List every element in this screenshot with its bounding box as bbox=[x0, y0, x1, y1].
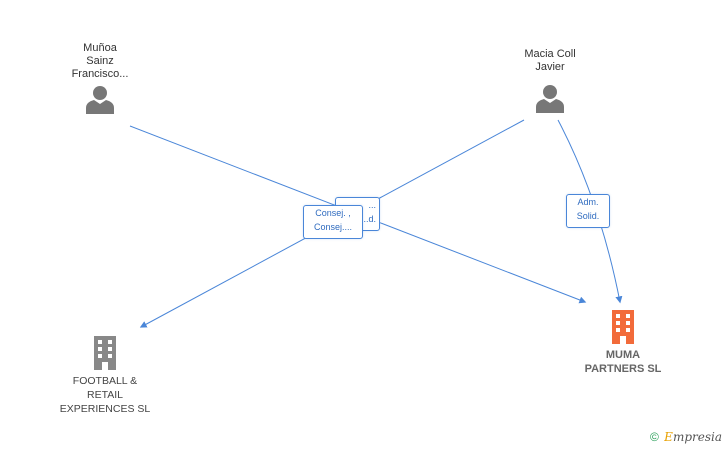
company-name-line-1: MUMA bbox=[605, 349, 641, 361]
person-icon bbox=[536, 85, 564, 113]
edge-label-line-2: Solid. bbox=[576, 211, 600, 221]
edge-label-adm-solid[interactable]: Adm. Solid. bbox=[566, 194, 610, 228]
company-name-line-2: RETAIL bbox=[87, 389, 123, 401]
person-icon bbox=[86, 86, 114, 114]
company-name-line-2: PARTNERS SL bbox=[584, 363, 662, 375]
person-name-line-2: Sainz bbox=[86, 55, 114, 67]
copyright-icon: © bbox=[649, 430, 659, 444]
person-name-line-1: Macia Coll bbox=[524, 48, 576, 60]
building-icon bbox=[612, 310, 634, 344]
edge-label-line-2: Consej.... bbox=[313, 222, 353, 232]
person-name-line-2: Javier bbox=[535, 61, 565, 73]
edge-label-line-1: ... bbox=[368, 200, 376, 210]
company-name-line-3: EXPERIENCES SL bbox=[59, 403, 151, 415]
person-node-macia[interactable]: Macia Coll Javier bbox=[505, 48, 595, 113]
edge-label-line-1: Consej. , bbox=[315, 208, 351, 218]
footer-brand: © Empresia bbox=[650, 430, 722, 444]
edge-label-line-2: ...d. bbox=[360, 214, 376, 224]
edge-label-line-1: Adm. bbox=[577, 197, 599, 207]
person-node-munoa[interactable]: Muñoa Sainz Francisco... bbox=[55, 42, 145, 114]
person-name-line-1: Muñoa bbox=[83, 42, 117, 54]
person-name-line-3: Francisco... bbox=[71, 68, 129, 80]
brand-logo: Empresia bbox=[664, 430, 722, 444]
company-node-muma[interactable]: MUMA PARTNERS SL bbox=[568, 310, 678, 376]
company-name-line-1: FOOTBALL & bbox=[72, 375, 138, 387]
edge-label-consej[interactable]: Consej. , Consej.... bbox=[303, 205, 363, 239]
building-icon bbox=[94, 336, 116, 370]
company-node-football[interactable]: FOOTBALL & RETAIL EXPERIENCES SL bbox=[50, 336, 160, 416]
